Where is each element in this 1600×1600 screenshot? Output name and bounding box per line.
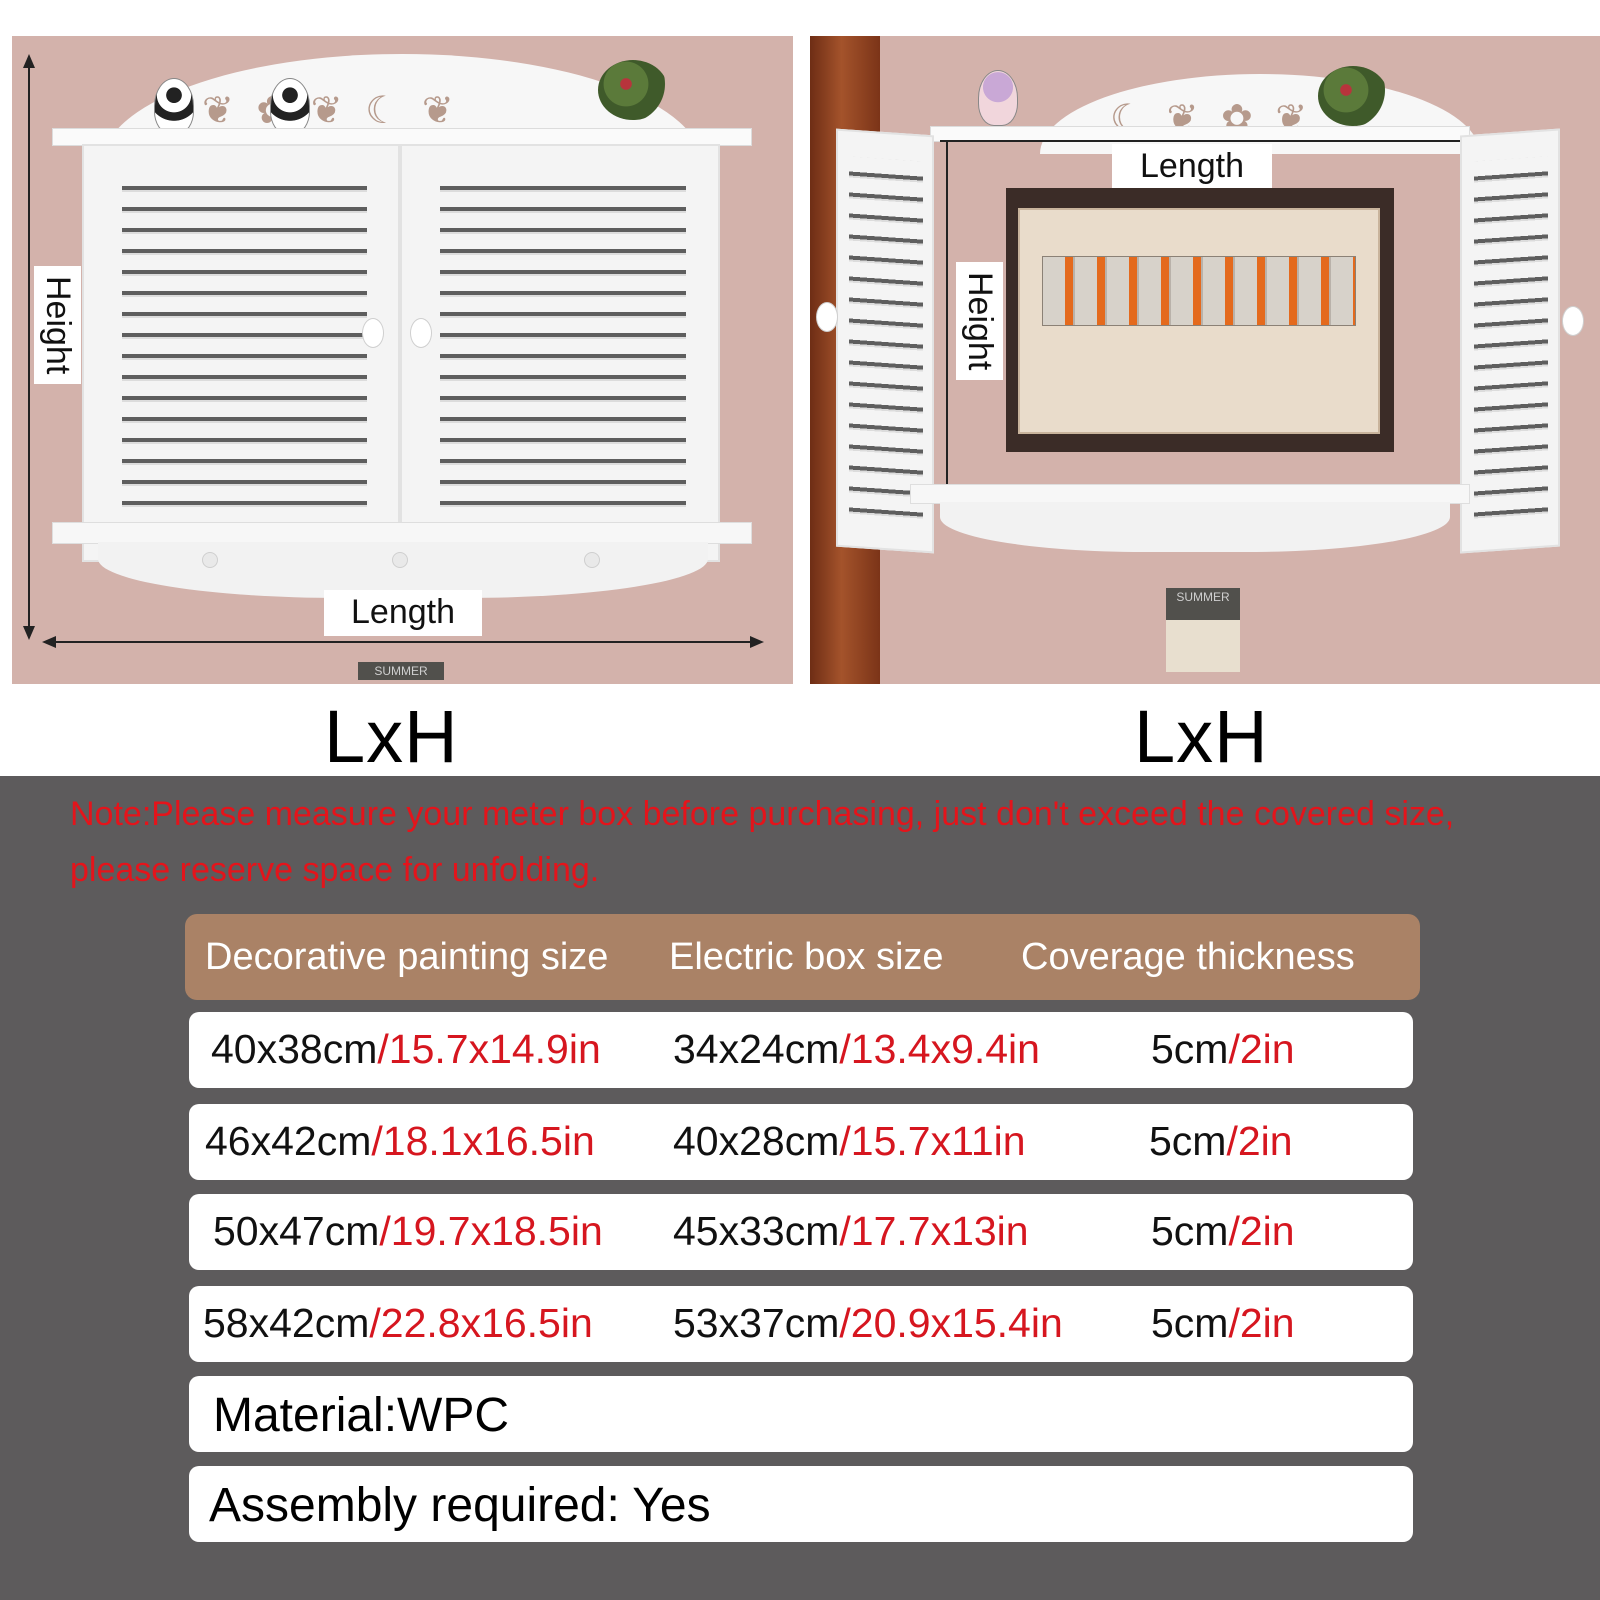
summer-sign: SUMMER: [1166, 588, 1240, 672]
box-size-cell: 45x33cm/17.7x13in: [673, 1208, 1029, 1254]
coat-peg: [392, 552, 408, 568]
header-electric-box-size: Electric box size: [669, 936, 944, 978]
box-size-cell: 40x28cm/15.7x11in: [673, 1118, 1026, 1164]
right-image-caption: LxH: [1134, 695, 1269, 778]
coat-peg: [584, 552, 600, 568]
thickness-cell: 5cm/2in: [1151, 1208, 1295, 1254]
doll-figurine-icon: [978, 70, 1018, 126]
height-label: Height: [34, 266, 81, 385]
cabinet-bottom-shelf: [52, 522, 752, 544]
potted-flower-icon: [1318, 66, 1388, 126]
electric-meter-box: [1006, 188, 1394, 452]
circuit-breakers: [1042, 256, 1356, 326]
size-table-header: Decorative painting size Electric box si…: [185, 914, 1420, 1000]
length-label: Length: [324, 590, 482, 636]
painting-size-cell: 50x47cm/19.7x18.5in: [213, 1208, 603, 1254]
arrow-up-icon: [23, 54, 35, 68]
cabinet-bottom-shelf: [910, 484, 1470, 504]
length-label: Length: [1112, 144, 1272, 188]
table-row: 58x42cm/22.8x16.5in 53x37cm/20.9x15.4in …: [189, 1286, 1413, 1362]
arrow-right-icon: [750, 636, 764, 648]
painting-size-cell: 58x42cm/22.8x16.5in: [203, 1300, 593, 1346]
coat-peg: [202, 552, 218, 568]
thickness-cell: 5cm/2in: [1149, 1118, 1293, 1164]
left-image-caption: LxH: [324, 695, 459, 778]
right-door-knob: [1562, 306, 1584, 336]
left-shutter-door: [82, 144, 400, 562]
panda-figurine-icon: [154, 78, 194, 134]
painting-size-cell: 46x42cm/18.1x16.5in: [205, 1118, 595, 1164]
height-label: Height: [956, 262, 1003, 381]
table-row: 46x42cm/18.1x16.5in 40x28cm/15.7x11in 5c…: [189, 1104, 1413, 1180]
measurement-note: Note:Please measure your meter box befor…: [70, 795, 1455, 889]
arrow-left-icon: [42, 636, 56, 648]
length-dimension-line: [940, 140, 1460, 142]
cabinet-skirt: [940, 502, 1450, 552]
table-row: 50x47cm/19.7x18.5in 45x33cm/17.7x13in 5c…: [189, 1194, 1413, 1270]
assembly-text: Assembly required: Yes: [209, 1479, 711, 1532]
breaker-panel: [1018, 208, 1380, 434]
material-text: Material:WPC: [213, 1389, 510, 1442]
left-door-knob: [362, 318, 384, 348]
assembly-row: Assembly required: Yes: [189, 1466, 1413, 1542]
door-slats: [1473, 156, 1549, 526]
box-size-cell: 53x37cm/20.9x15.4in: [673, 1300, 1063, 1346]
header-painting-size: Decorative painting size: [205, 936, 609, 978]
painting-size-cell: 40x38cm/15.7x14.9in: [211, 1026, 601, 1072]
height-dimension-line: [946, 140, 948, 484]
header-coverage-thickness: Coverage thickness: [1021, 936, 1355, 978]
material-row: Material:WPC: [189, 1376, 1413, 1452]
open-cabinet-photo: ☾ ❦ ✿ ❦ ☽ SUMMER Height Length: [810, 36, 1600, 684]
potted-flower-icon: [598, 60, 668, 120]
right-open-shutter: [1460, 128, 1560, 554]
panda-heart-figurine-icon: [270, 78, 310, 134]
product-images-area: ❦ ✿ ❦ ☾ ❦ SUMMER Height Length LxH: [0, 0, 1600, 778]
right-shutter-door: [400, 144, 720, 562]
door-slats: [439, 170, 687, 536]
summer-sign: SUMMER: [358, 662, 444, 680]
closed-cabinet-photo: ❦ ✿ ❦ ☾ ❦ SUMMER Height Length: [12, 36, 793, 684]
door-slats: [849, 156, 923, 526]
right-door-knob: [410, 318, 432, 348]
height-dimension-line: [28, 64, 30, 630]
table-row: 40x38cm/15.7x14.9in 34x24cm/13.4x9.4in 5…: [189, 1012, 1413, 1088]
scroll-ornament-icon: ❦ ✿ ❦ ☾ ❦: [202, 90, 460, 132]
box-size-cell: 34x24cm/13.4x9.4in: [673, 1026, 1040, 1072]
length-dimension-line: [52, 641, 752, 643]
thickness-cell: 5cm/2in: [1151, 1300, 1295, 1346]
thickness-cell: 5cm/2in: [1151, 1026, 1295, 1072]
arrow-down-icon: [23, 626, 35, 640]
cabinet-skirt: [98, 542, 708, 598]
left-door-knob: [816, 302, 838, 332]
door-slats: [121, 170, 367, 536]
